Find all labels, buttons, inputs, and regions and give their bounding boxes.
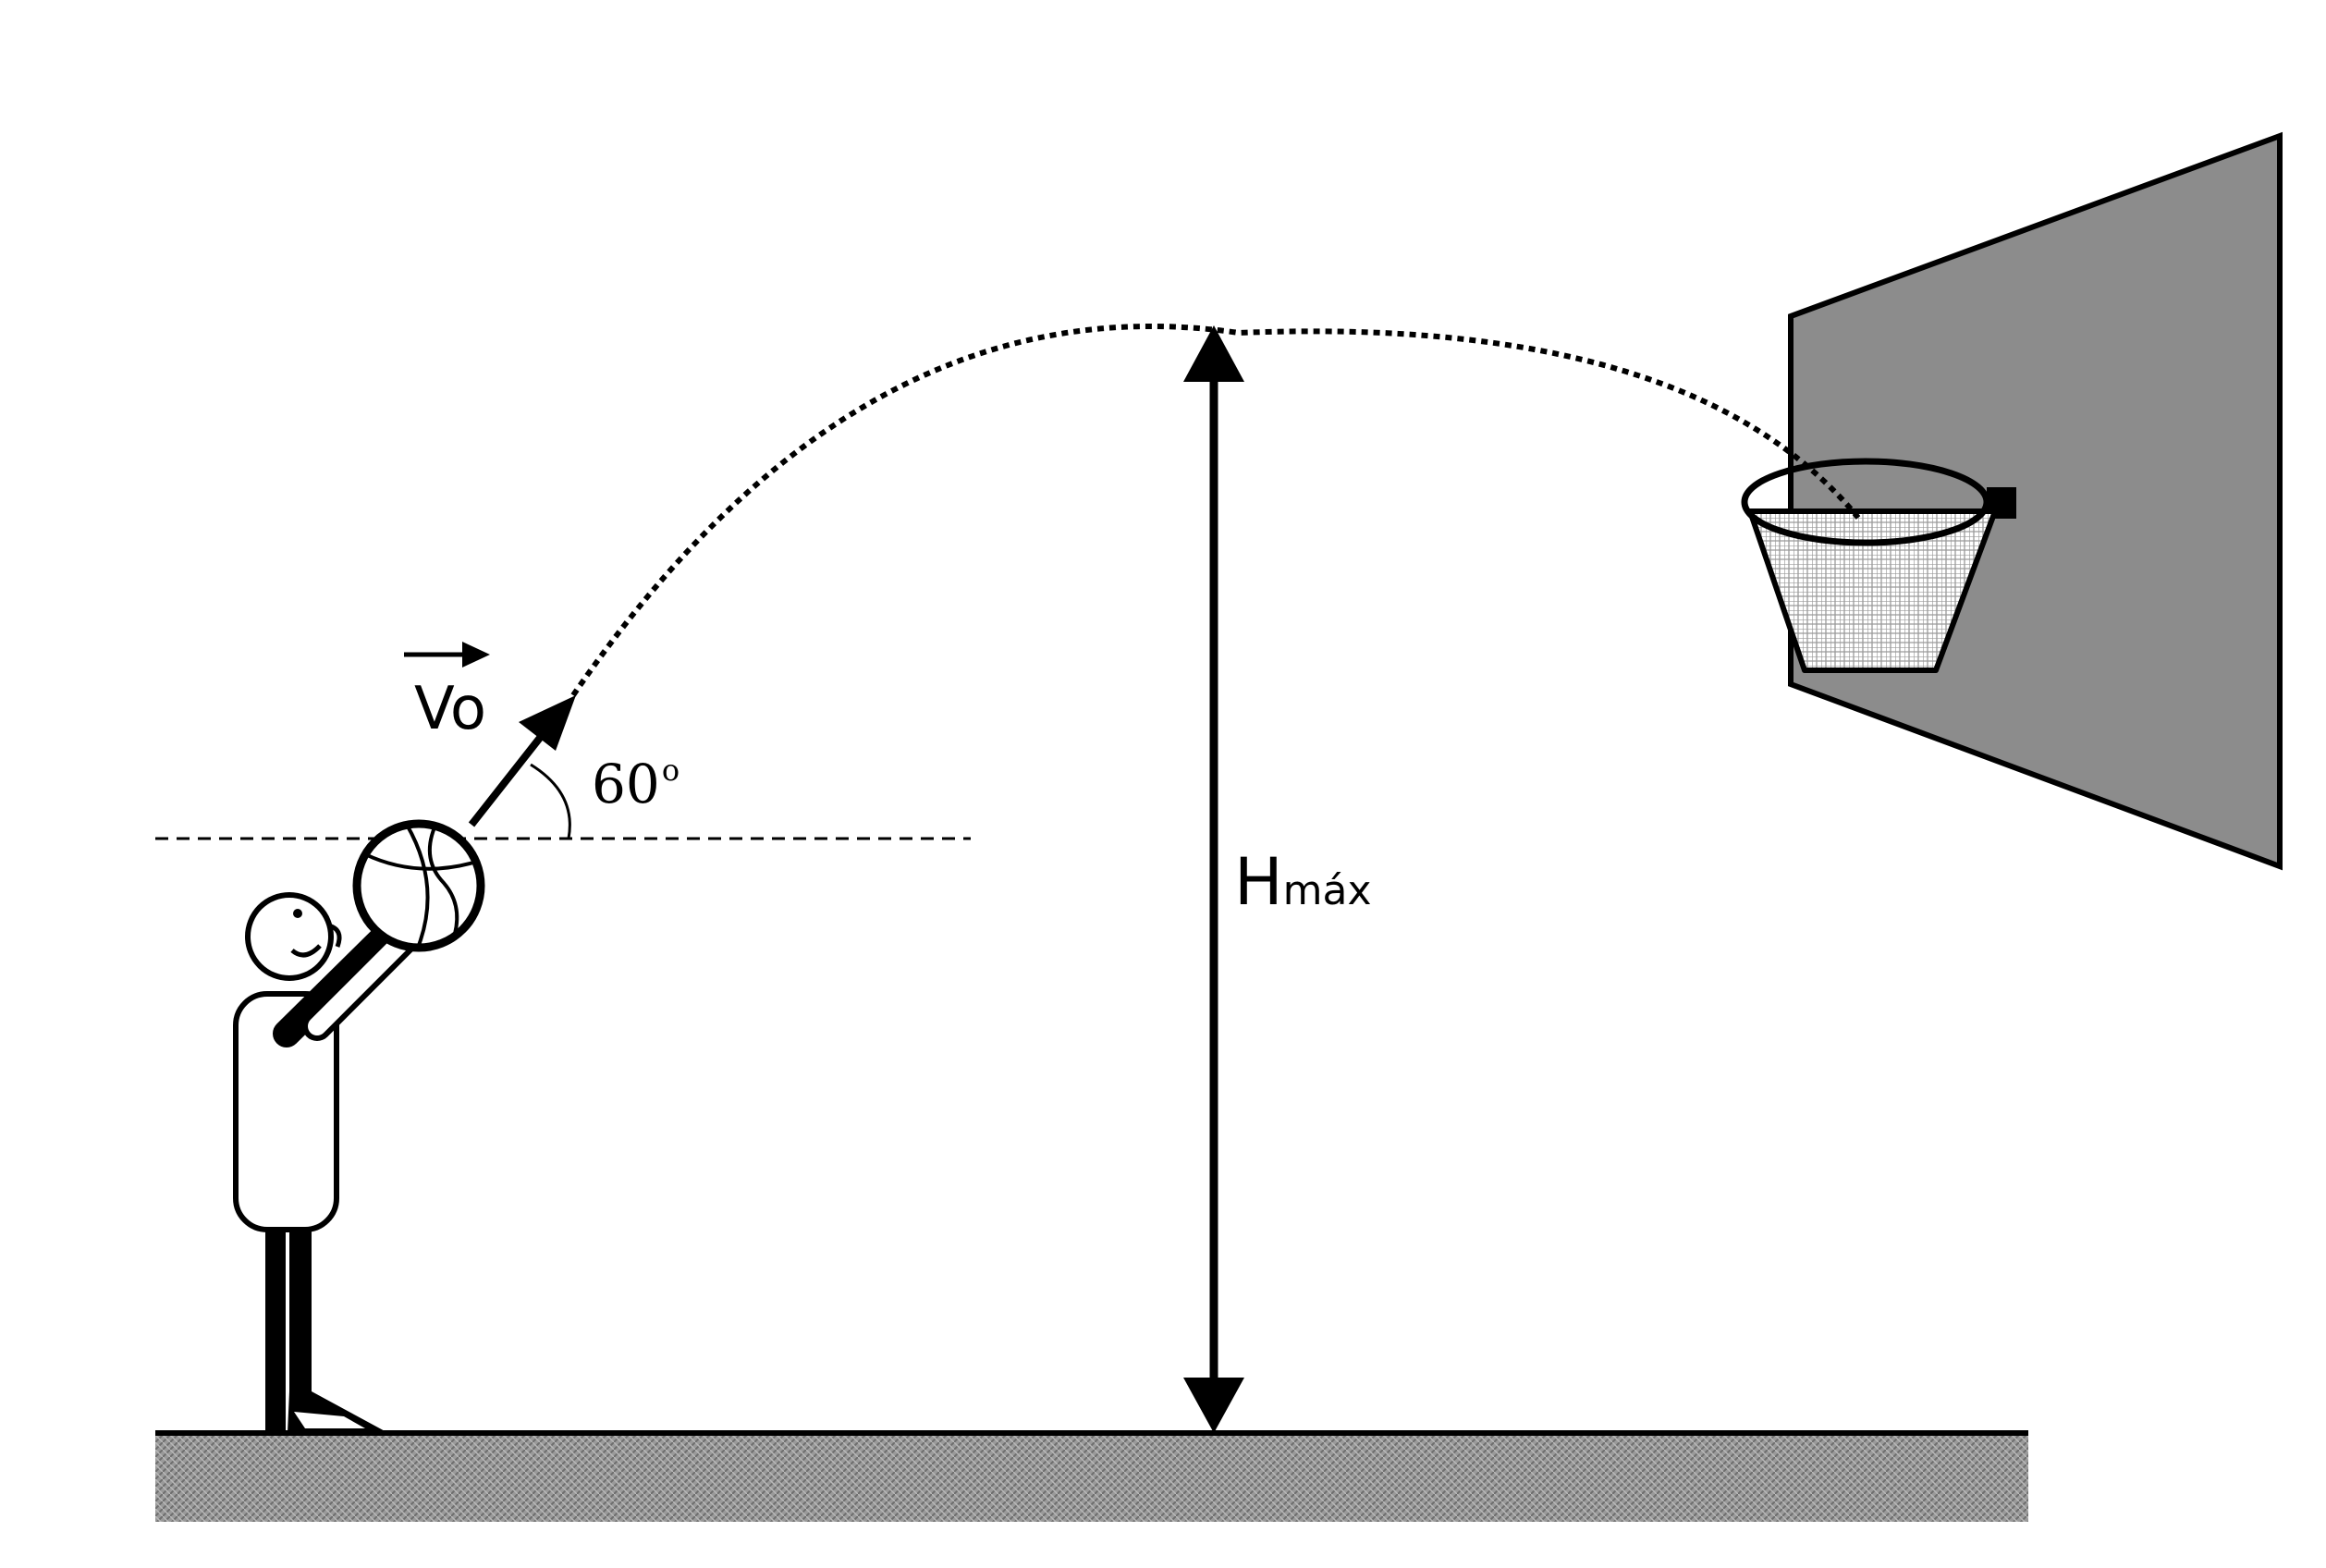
svg-text:60o: 60o — [592, 753, 679, 815]
trajectory-arc — [570, 324, 1861, 697]
angle-label: 60o — [592, 753, 679, 815]
velocity-label: Vo — [404, 642, 490, 743]
basket-icon — [1741, 458, 1998, 673]
max-height-main: H — [1234, 844, 1283, 920]
hoop-rim — [1741, 458, 1990, 546]
angle-value: 60 — [592, 753, 660, 815]
backboard — [1788, 131, 2283, 871]
angle-arc — [530, 763, 571, 839]
velocity-vector — [468, 695, 576, 827]
max-height-subscript: máx — [1283, 867, 1372, 914]
svg-text:Hmáx: Hmáx — [1234, 844, 1372, 920]
player-icon — [233, 892, 431, 1433]
basketball-icon — [352, 819, 485, 952]
max-height-label: Hmáx — [1234, 844, 1372, 920]
velocity-label-text: Vo — [414, 675, 486, 743]
angle-degree-mark: o — [662, 753, 679, 788]
max-height-arrow — [1183, 325, 1244, 1433]
ground — [155, 1430, 2028, 1522]
